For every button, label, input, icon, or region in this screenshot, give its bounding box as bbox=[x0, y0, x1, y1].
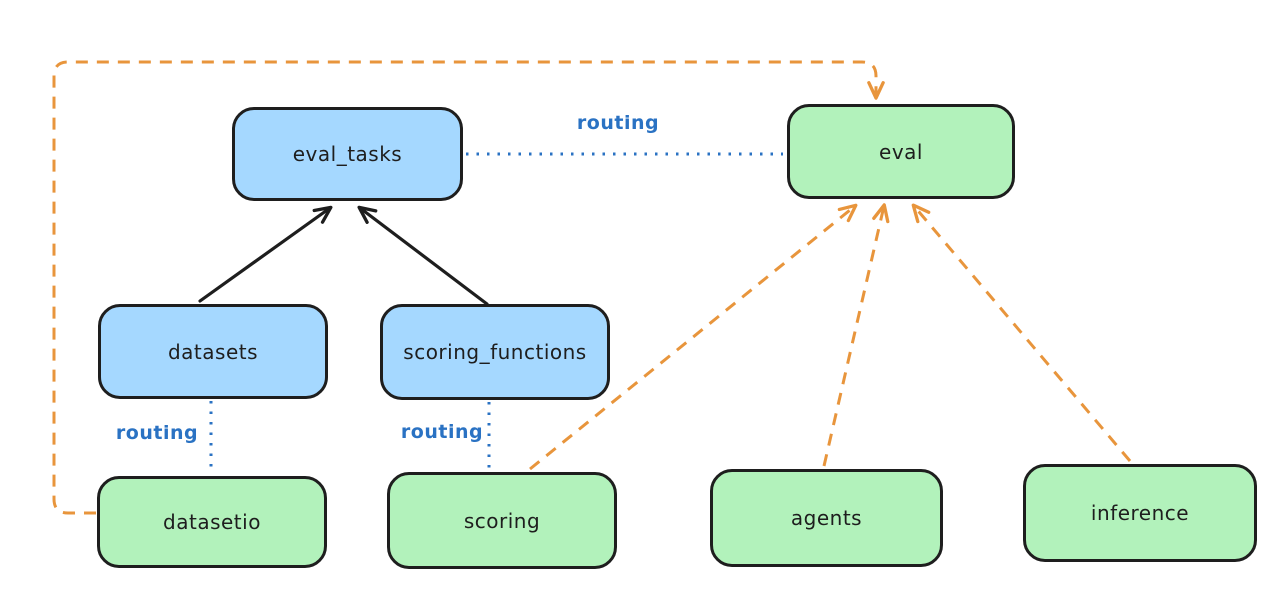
node-eval-tasks: eval_tasks bbox=[232, 107, 463, 201]
node-datasets: datasets bbox=[98, 304, 328, 399]
node-datasetio-label: datasetio bbox=[163, 510, 261, 534]
routing-label-eval-tasks-eval: routing bbox=[576, 112, 660, 134]
edge-datasetio-to-eval bbox=[52, 60, 885, 515]
node-eval-label: eval bbox=[879, 139, 923, 164]
node-eval: eval bbox=[787, 104, 1015, 199]
edge-inference-to-eval bbox=[911, 203, 1132, 462]
routing-label-datasets-datasetio: routing bbox=[115, 422, 199, 444]
routing-label-scoring-functions-scoring: routing bbox=[400, 421, 484, 443]
edge-agents-to-eval bbox=[822, 203, 890, 467]
node-scoring-functions-label: scoring_functions bbox=[403, 340, 587, 364]
edge-datasets-to-eval-tasks bbox=[198, 205, 333, 303]
node-datasetio: datasetio bbox=[97, 476, 327, 568]
node-scoring-functions: scoring_functions bbox=[380, 304, 610, 400]
node-datasets-label: datasets bbox=[167, 339, 259, 364]
node-inference-label: inference bbox=[1090, 501, 1190, 525]
node-scoring-label: scoring bbox=[463, 508, 541, 533]
node-eval-tasks-label: eval_tasks bbox=[292, 142, 403, 166]
node-scoring: scoring bbox=[387, 472, 617, 569]
node-agents: agents bbox=[710, 469, 943, 567]
edge-scoring-functions-to-eval-tasks bbox=[357, 205, 489, 306]
node-inference: inference bbox=[1023, 464, 1257, 562]
node-agents-label: agents bbox=[790, 506, 863, 530]
